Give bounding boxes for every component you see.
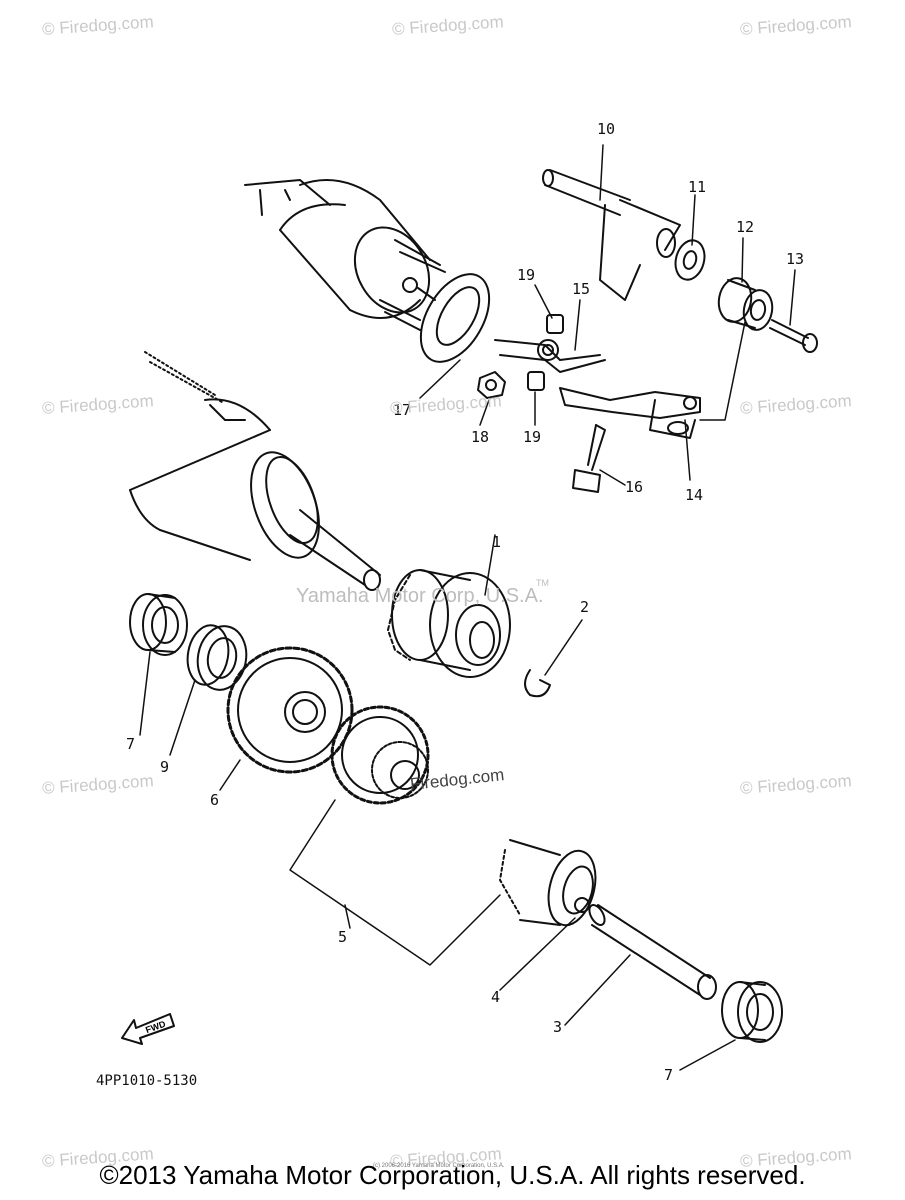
collar-12	[717, 277, 774, 331]
oil-seal-9	[186, 624, 248, 691]
copyright-notice: ©2013 Yamaha Motor Corporation, U.S.A. A…	[99, 1160, 806, 1190]
callout-number: 13	[786, 250, 805, 268]
circlip-2	[524, 669, 551, 698]
shaft-10	[542, 169, 681, 301]
callout-number: 18	[471, 428, 490, 446]
callout-number: 19	[517, 266, 536, 284]
collar-19-lower	[527, 371, 545, 391]
callout-number: 5	[338, 928, 348, 946]
gear-4	[499, 839, 597, 927]
callout-number: 3	[553, 1018, 563, 1036]
lever-14	[559, 387, 701, 439]
callout-number: 19	[523, 428, 542, 446]
leader-lines	[139, 144, 796, 1071]
nut-18	[477, 371, 506, 399]
bearing-7-lower	[721, 981, 783, 1043]
bearing-7-upper	[129, 593, 188, 656]
callout-number: 2	[580, 598, 590, 616]
starter-motor	[129, 351, 381, 591]
callout-number: 16	[625, 478, 644, 496]
clutch-1	[387, 569, 511, 678]
washer-11	[674, 239, 706, 281]
screw-13	[769, 319, 818, 353]
callout-number: 7	[664, 1066, 674, 1084]
small-footer: (c) 2006-2016 Yamaha Motor Corporation, …	[373, 1163, 505, 1169]
forward-arrow-icon: FWD	[121, 1013, 175, 1045]
callout-number: 11	[688, 178, 707, 196]
callout-number: 10	[597, 120, 616, 138]
spring-15	[494, 339, 606, 373]
starter-solenoid	[244, 179, 446, 331]
callout-number: 4	[491, 988, 501, 1006]
callout-number: 12	[736, 218, 755, 236]
center-watermark-tm: TM	[536, 578, 549, 588]
gear-6	[226, 646, 354, 774]
callout-number: 1	[492, 533, 502, 551]
callout-number: 14	[685, 486, 704, 504]
gasket-17	[419, 273, 491, 363]
callout-number: 6	[210, 791, 220, 809]
callout-number: 17	[393, 401, 412, 419]
gear-5	[330, 705, 430, 805]
callout-number: 15	[572, 280, 591, 298]
callout-number: 9	[160, 758, 170, 776]
catalog-code: 4PP1010-5130	[96, 1073, 198, 1089]
bolt-16	[572, 424, 606, 493]
shaft-3	[588, 904, 717, 1000]
center-watermark: Yamaha Motor Corp, U.S.A.	[296, 585, 544, 607]
callout-number: 7	[126, 735, 136, 753]
collar-19-upper	[546, 314, 564, 334]
